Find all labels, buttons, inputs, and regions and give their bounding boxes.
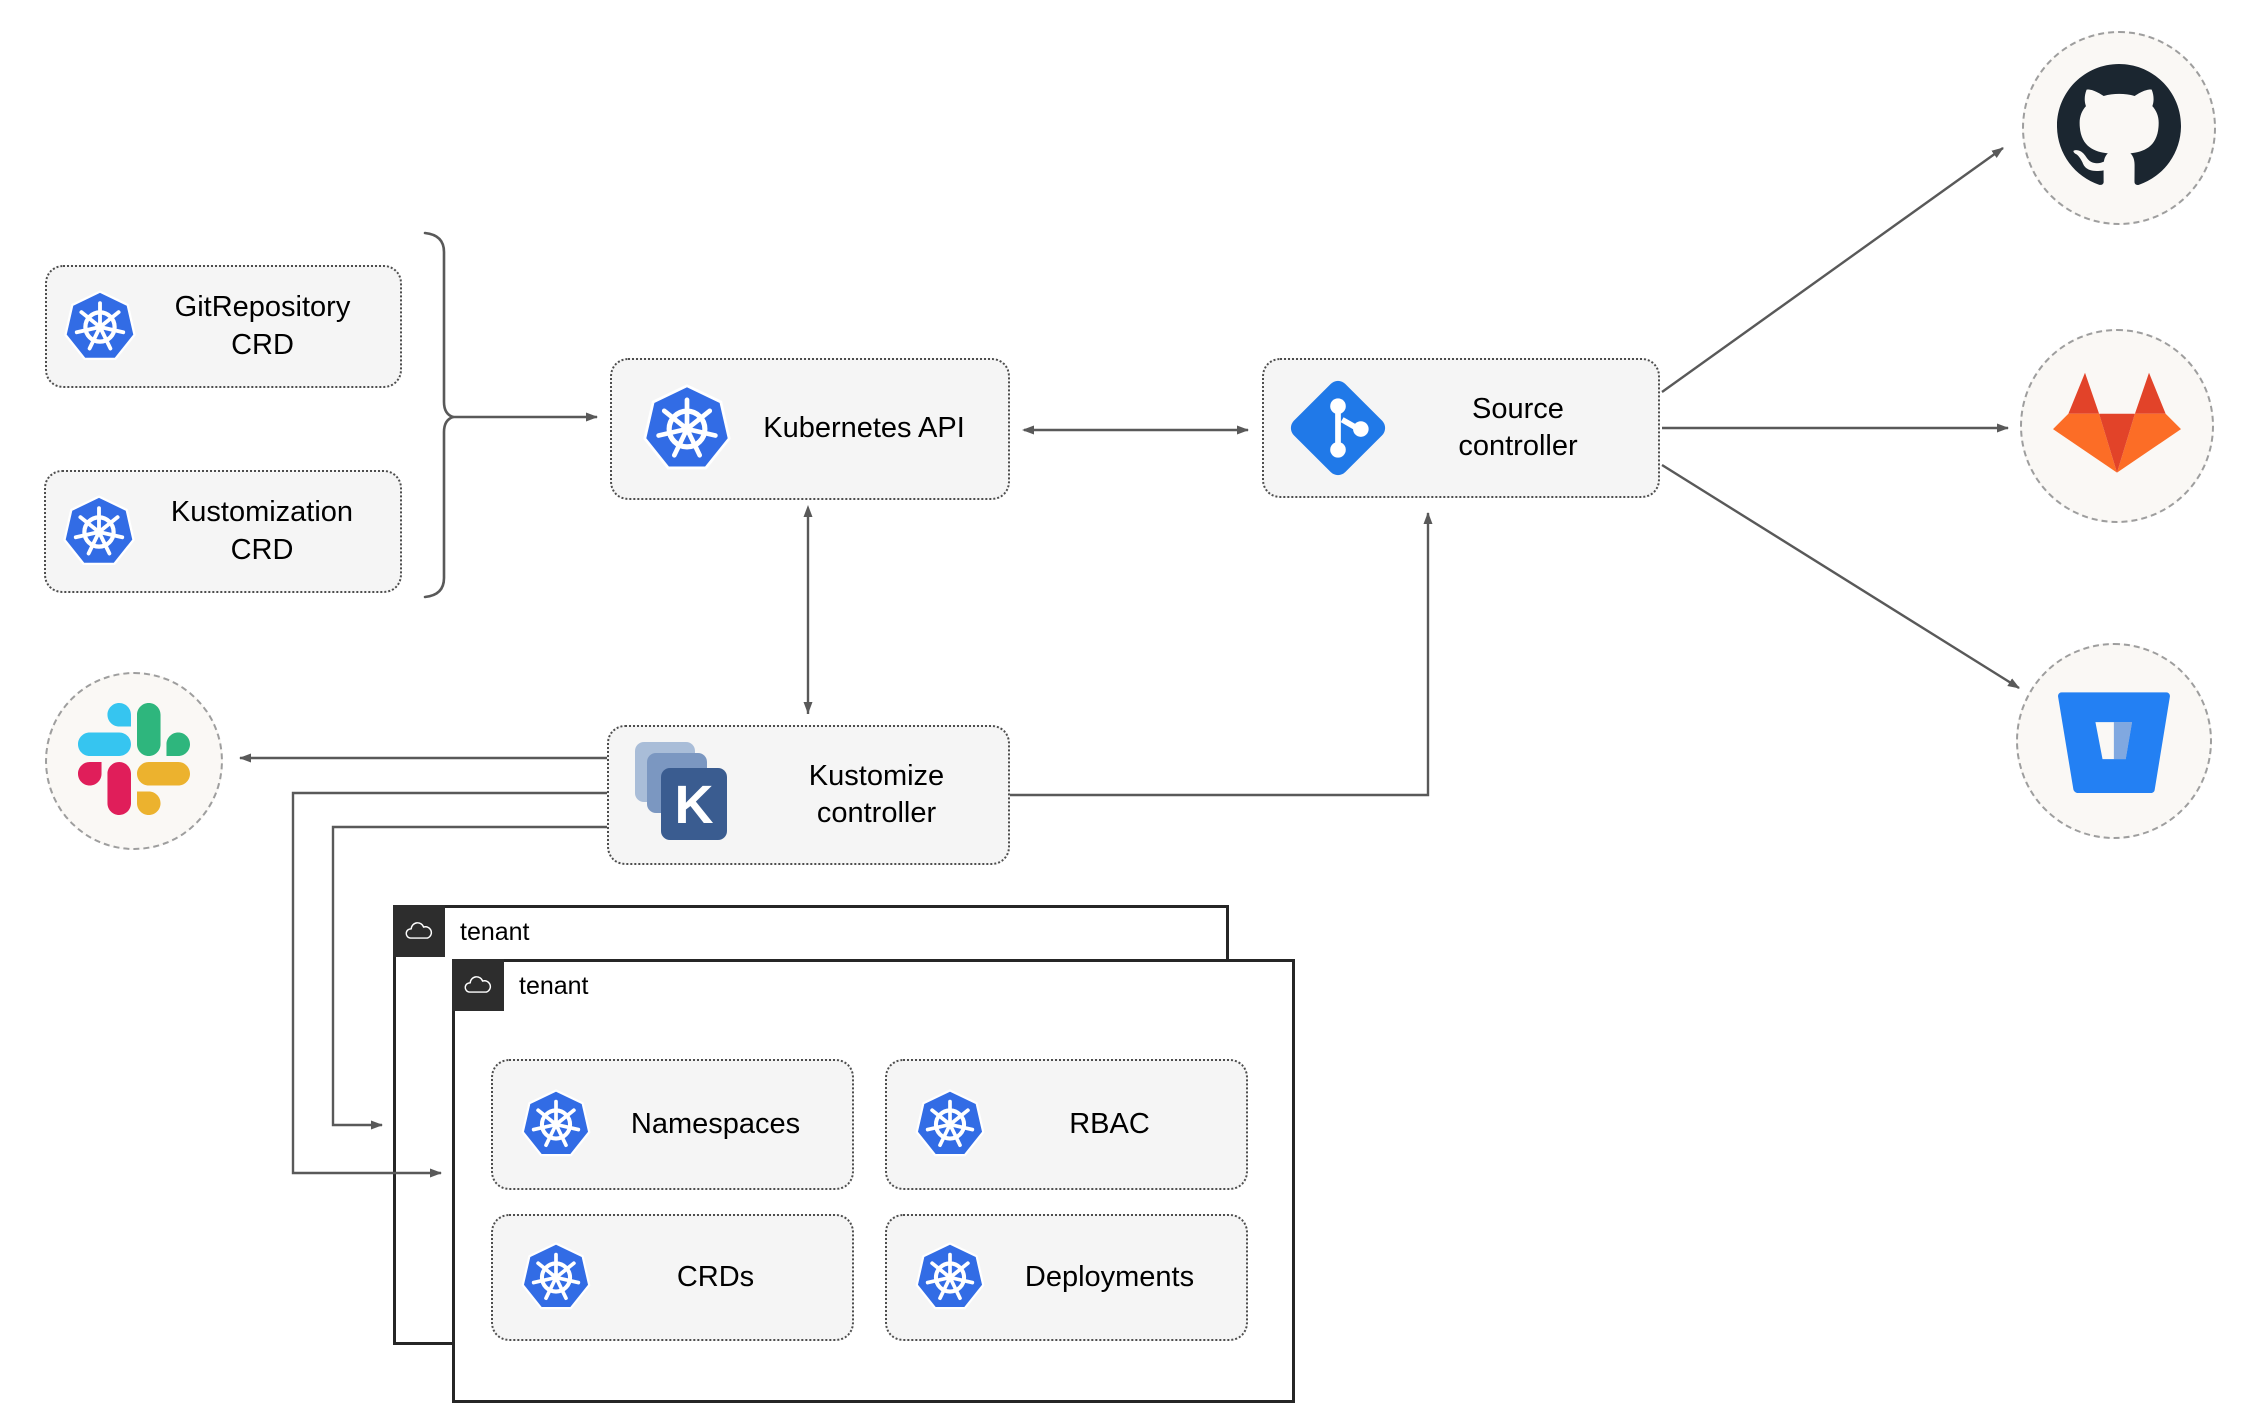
node-crds: CRDs [491, 1214, 854, 1341]
node-slack [45, 672, 223, 850]
node-label: GitRepository CRD [174, 291, 351, 361]
kubernetes-icon [60, 492, 138, 572]
node-kustomization-crd: Kustomization CRD [44, 470, 402, 593]
github-icon [2057, 63, 2181, 193]
node-label: Namespaces [630, 1107, 801, 1140]
node-kustomize-controller: K Kustomize controller [607, 725, 1010, 865]
edge-kustomize-source [1010, 512, 1433, 797]
kubernetes-icon [640, 380, 734, 478]
node-label: Kubernetes API [763, 412, 965, 445]
edge-source-github [1661, 147, 2004, 393]
node-deployments: Deployments [885, 1214, 1248, 1341]
kustomize-letter: K [675, 775, 714, 835]
node-rbac: RBAC [885, 1059, 1248, 1190]
kubernetes-icon [913, 1086, 987, 1163]
node-label: Source controller [1458, 392, 1578, 462]
bitbucket-icon [2055, 683, 2173, 800]
node-namespaces: Namespaces [491, 1059, 854, 1190]
kubernetes-icon [519, 1239, 593, 1316]
crd-group-brace [423, 231, 458, 599]
tenant-label: tenant [519, 972, 589, 1000]
gitlab-icon [2053, 372, 2181, 481]
kubernetes-icon [913, 1239, 987, 1316]
slack-icon [78, 702, 190, 820]
tenant-inner-box: tenant Namespaces [452, 959, 1295, 1403]
node-bitbucket [2016, 643, 2212, 839]
arrowhead [804, 710, 813, 722]
kustomize-icon: K [633, 740, 759, 850]
node-label: CRDs [676, 1260, 755, 1293]
tenant-label: tenant [460, 918, 530, 946]
node-gitlab [2020, 329, 2214, 523]
edge-source-bitbucket [1661, 463, 2020, 690]
kubernetes-icon [519, 1086, 593, 1163]
node-gitrepository-crd: GitRepository CRD [45, 265, 402, 388]
node-kubernetes-api: Kubernetes API [610, 358, 1010, 500]
cloud-icon [393, 905, 445, 957]
arrowhead [1022, 425, 1034, 435]
cloud-icon [452, 959, 504, 1011]
node-label: Deployments [1024, 1260, 1195, 1293]
git-icon [1284, 374, 1392, 482]
node-label: Kustomization CRD [170, 496, 354, 566]
arrowhead [803, 505, 813, 517]
node-source-controller: Source controller [1262, 358, 1660, 498]
node-label: Kustomize controller [808, 759, 945, 829]
kubernetes-icon [61, 287, 139, 367]
node-github [2022, 31, 2216, 225]
node-label: RBAC [1069, 1107, 1150, 1140]
